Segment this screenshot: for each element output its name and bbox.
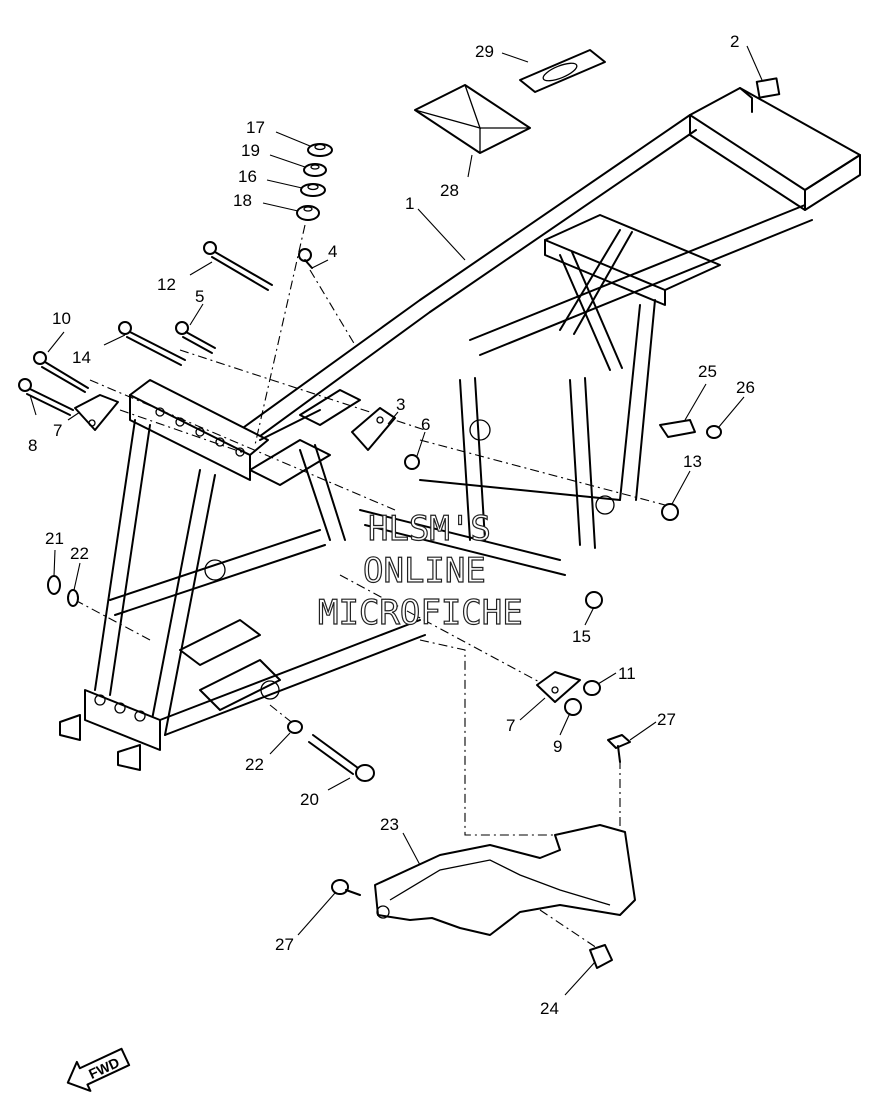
callout-25: 25: [698, 362, 717, 381]
callout-7-lower: 7: [506, 716, 515, 735]
callout-3: 3: [396, 395, 405, 414]
bracket-part-25[interactable]: [659, 419, 696, 438]
nut-part-13[interactable]: [661, 503, 679, 521]
callout-23: 23: [380, 815, 399, 834]
callout-20: 20: [300, 790, 319, 809]
plate-part-3[interactable]: [351, 407, 396, 451]
bolt-part-12[interactable]: [203, 241, 273, 291]
callout-14: 14: [72, 348, 91, 367]
nut-part-11[interactable]: [583, 680, 601, 696]
nut-part-9[interactable]: [564, 698, 582, 716]
callout-22-upper: 22: [70, 544, 89, 563]
watermark-line1: HLSM'S: [368, 509, 491, 549]
collar-part-18[interactable]: [296, 205, 320, 221]
callout-8: 8: [28, 436, 37, 455]
callout-18: 18: [233, 191, 252, 210]
callout-6: 6: [421, 415, 430, 434]
callout-27-upper: 27: [657, 710, 676, 729]
leader-lines: [29, 45, 763, 996]
callout-22-lower: 22: [245, 755, 264, 774]
bolt-part-27-upper[interactable]: [607, 734, 631, 763]
frame-part-1[interactable]: [59, 87, 861, 771]
callout-29: 29: [475, 42, 494, 61]
callout-1: 1: [405, 194, 414, 213]
bolt-part-27-lower[interactable]: [331, 879, 361, 896]
bushing-part-16[interactable]: [300, 183, 326, 197]
watermark-line3: MICROFICHE: [318, 593, 523, 633]
collar-part-19[interactable]: [303, 163, 327, 177]
bolt-part-4[interactable]: [298, 248, 313, 269]
callout-labels: 29 2 28 1 17 19 16 18 4 12 5 14 10 8 7 3…: [28, 32, 755, 1018]
washer-part-22-upper[interactable]: [67, 589, 79, 607]
callout-5: 5: [195, 287, 204, 306]
callout-27-lower: 27: [275, 935, 294, 954]
watermark-line2: ONLINE: [363, 551, 486, 591]
plate-part-7-upper[interactable]: [74, 394, 119, 431]
callout-21: 21: [45, 529, 64, 548]
callout-15: 15: [572, 627, 591, 646]
bolt-part-26[interactable]: [706, 425, 722, 439]
callout-13: 13: [683, 452, 702, 471]
callout-17: 17: [246, 118, 265, 137]
callout-16: 16: [238, 167, 257, 186]
washer-part-21[interactable]: [47, 575, 61, 595]
callout-19: 19: [241, 141, 260, 160]
callout-26: 26: [736, 378, 755, 397]
bushing-part-17[interactable]: [307, 143, 333, 157]
callout-7-upper: 7: [53, 421, 62, 440]
guard-part-23[interactable]: [374, 824, 636, 936]
bolt-part-20[interactable]: [308, 734, 375, 782]
callout-9: 9: [553, 737, 562, 756]
callout-28: 28: [440, 181, 459, 200]
bolt-part-10[interactable]: [33, 351, 89, 393]
bolt-part-14[interactable]: [118, 321, 186, 366]
washer-part-22-lower[interactable]: [287, 720, 303, 734]
callout-10: 10: [52, 309, 71, 328]
callout-12: 12: [157, 275, 176, 294]
plate-part-7-lower[interactable]: [536, 671, 581, 703]
watermark: HLSM'S ONLINE MICROFICHE: [317, 508, 523, 633]
fwd-arrow-icon: FWD: [66, 1047, 131, 1092]
cap-part-2[interactable]: [755, 77, 781, 99]
callout-2: 2: [730, 32, 739, 51]
grip-part-29[interactable]: [519, 49, 606, 93]
callout-11: 11: [618, 664, 636, 683]
nut-part-15[interactable]: [585, 591, 603, 609]
callout-24: 24: [540, 999, 559, 1018]
pouch-part-28[interactable]: [414, 84, 531, 154]
callout-4: 4: [328, 242, 337, 261]
nut-part-6[interactable]: [404, 454, 420, 470]
bolt-part-8[interactable]: [18, 378, 74, 416]
bolt-part-5[interactable]: [175, 321, 216, 354]
